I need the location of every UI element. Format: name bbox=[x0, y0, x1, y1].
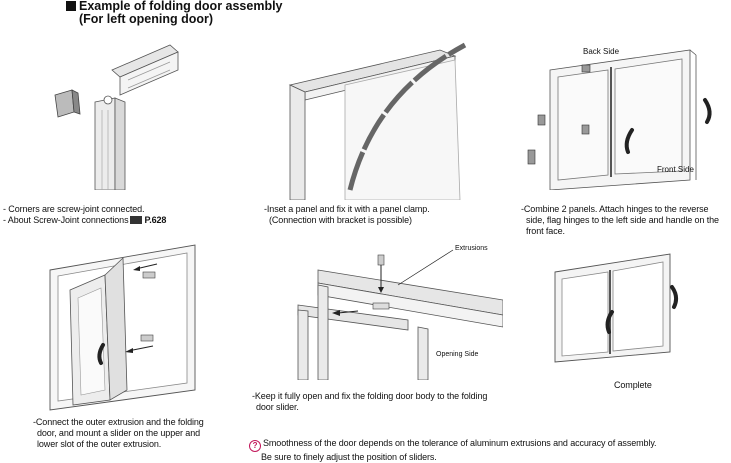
figure-folding-door bbox=[49, 244, 196, 411]
complete-label: Complete bbox=[614, 380, 652, 390]
back-side-label: Back Side bbox=[583, 47, 620, 56]
note: ?Smoothness of the door depends on the t… bbox=[249, 438, 657, 463]
figure-corner-joint bbox=[54, 44, 179, 190]
caution-icon: ? bbox=[249, 440, 261, 452]
step3-caption: -Combine 2 panels. Attach hinges to the … bbox=[521, 204, 719, 236]
front-side-label: Front Side bbox=[657, 165, 694, 174]
figure-fix-slider bbox=[297, 249, 503, 380]
title-square-icon bbox=[66, 1, 76, 11]
extrusions-label: Extrusions bbox=[455, 245, 488, 252]
page-title: Example of folding door assembly (For le… bbox=[66, 0, 283, 26]
figure-complete bbox=[554, 253, 679, 363]
figure-panel-insert bbox=[288, 42, 467, 200]
opening-side-label: Opening Side bbox=[436, 351, 479, 358]
step1-caption: - Corners are screw-joint connected. - A… bbox=[3, 204, 167, 225]
step2-caption: -Inset a panel and fix it with a panel c… bbox=[264, 204, 430, 225]
page-reference-icon bbox=[130, 216, 143, 224]
figure-combine-panels bbox=[527, 49, 712, 190]
step5-caption: -Keep it fully open and fix the folding … bbox=[252, 391, 488, 412]
step4-caption: -Connect the outer extrusion and the fol… bbox=[33, 417, 204, 449]
